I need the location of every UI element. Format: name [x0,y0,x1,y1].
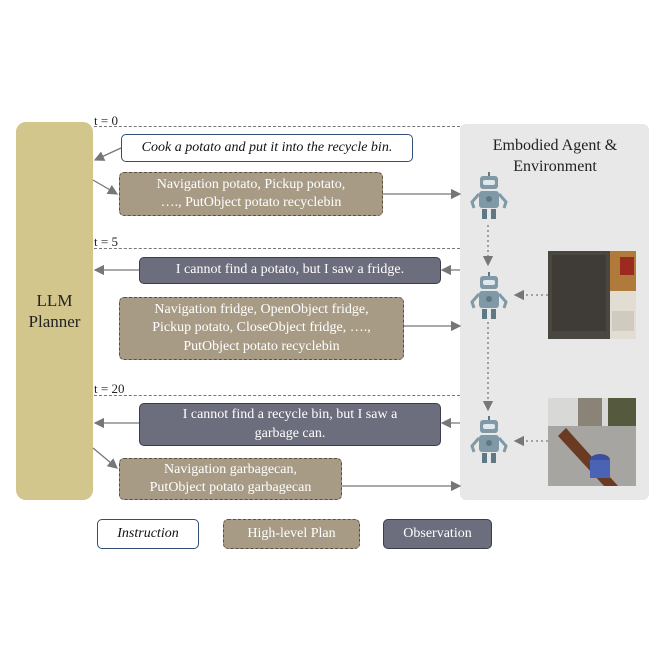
legend-instruction: Instruction [97,519,199,549]
instruction-box: Cook a potato and put it into the recycl… [121,134,413,162]
llm-planner: LLM Planner [16,122,93,500]
robot-icon [470,172,508,219]
robot-icon [470,272,508,319]
legend-observation: Observation [383,519,492,549]
scene-image-fridge [548,251,636,339]
timestep-divider [94,126,460,127]
observation-box: I cannot find a potato, but I saw a frid… [139,257,441,284]
legend-high-level-plan: High-level Plan [223,519,360,549]
timestep-label: t = 0 [94,113,118,128]
robot-icon [470,416,508,463]
timestep-label: t = 5 [94,234,118,249]
environment-title: Embodied Agent & Environment [492,137,618,175]
timestep-label: t = 20 [94,381,125,396]
observation-box: I cannot find a recycle bin, but I saw a… [139,403,441,446]
timestep-divider [94,395,460,396]
plan-box: Navigation garbagecan, PutObject potato … [119,458,342,500]
plan-box: Navigation potato, Pickup potato, …., Pu… [119,172,383,216]
scene-image-garbage-can [548,398,636,486]
plan-box: Navigation fridge, OpenObject fridge, Pi… [119,297,404,360]
timestep-divider [94,248,460,249]
